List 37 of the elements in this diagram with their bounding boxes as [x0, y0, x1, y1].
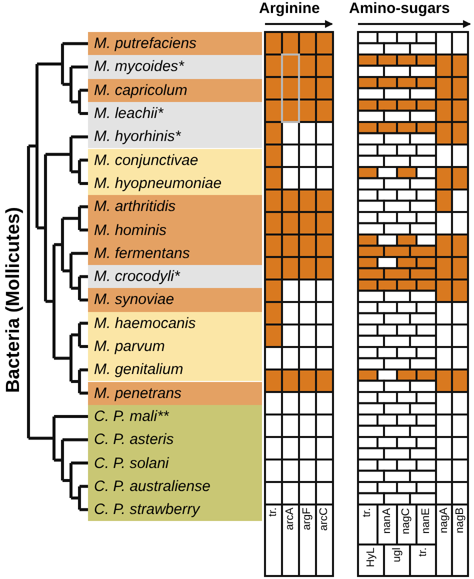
species-label: M. synoviae [88, 288, 262, 312]
species-label: C. P. solani [88, 451, 262, 475]
species-label: C. P. australiense [88, 474, 262, 498]
column-label: HyL [366, 548, 376, 568]
species-label: C. P. mali** [88, 404, 262, 428]
column-label: nanE [420, 508, 432, 534]
species-label: M. mycoides* [88, 55, 262, 79]
column-label: tr. [418, 548, 428, 557]
group-heading: Amino-sugars [349, 1, 450, 16]
axis-title: Bacteria (Mollicutes) [4, 207, 23, 393]
species-label: M. arthritidis [88, 195, 262, 218]
column-label: tr. [362, 508, 374, 517]
column-label: nagC [401, 508, 412, 534]
species-label: M. hominis [88, 218, 262, 242]
species-label: C. P. asteris [88, 428, 262, 452]
species-label: M. haemocanis [88, 312, 262, 335]
species-label: M. hyorhinis* [88, 125, 262, 148]
species-label: C. P. strawberry [88, 498, 262, 522]
species-label: M. genitalium [88, 358, 262, 382]
species-label: M. capricolum [88, 78, 262, 102]
species-label: M. fermentans [88, 242, 262, 265]
column-label: ugl [392, 548, 402, 562]
species-label: M. conjunctivae [88, 148, 262, 172]
species-label: M. leachii* [88, 102, 262, 126]
species-label: M. putrefaciens [88, 32, 262, 56]
column-label: arcC [319, 508, 330, 531]
species-label: M. hyopneumoniae [88, 172, 262, 196]
column-label: argF [302, 508, 313, 530]
group-heading: Arginine [259, 1, 320, 16]
column-label: nagA [438, 508, 450, 534]
species-label: M. penetrans [88, 382, 262, 405]
column-label: tr. [268, 508, 279, 517]
column-label: arcA [285, 508, 296, 530]
species-label: M. crocodyli* [88, 265, 262, 288]
column-label: nanA [382, 508, 393, 534]
species-label: M. parvum [88, 334, 262, 358]
column-label: nagB [454, 508, 466, 534]
